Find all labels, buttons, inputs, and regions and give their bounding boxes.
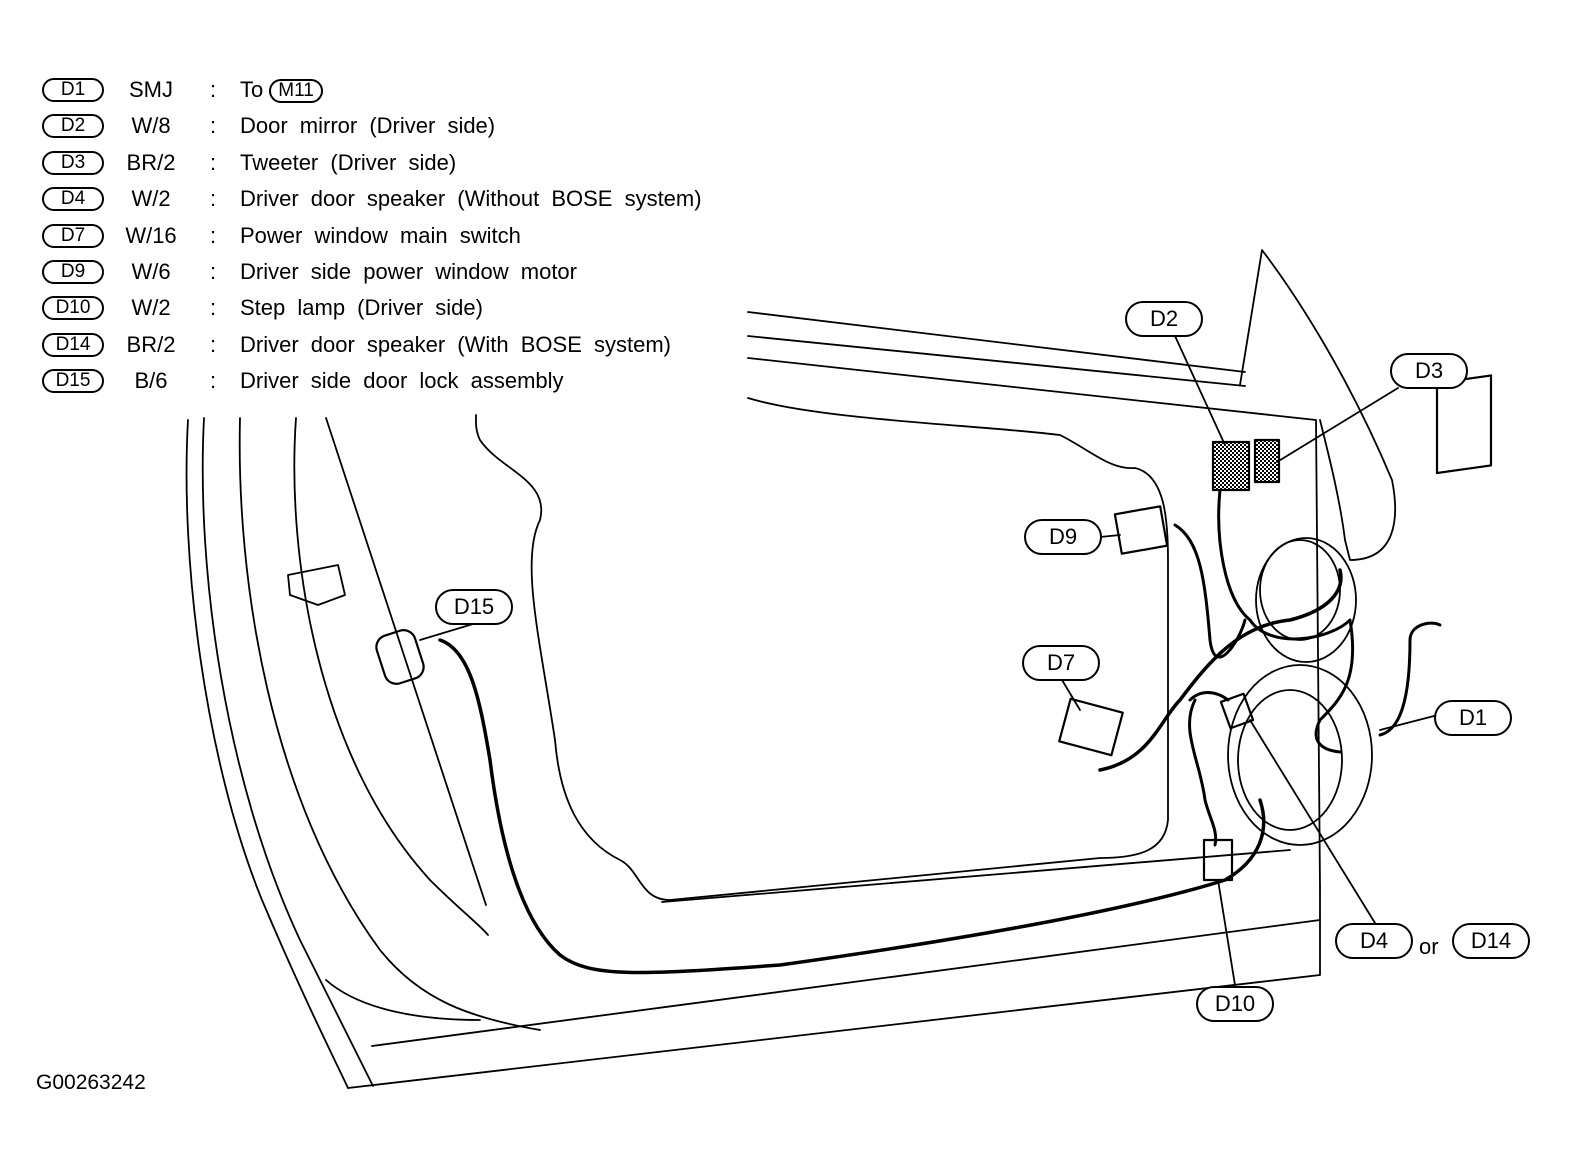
connector-color-code: B/6 — [134, 368, 168, 394]
separator: : — [210, 113, 217, 139]
connector-id-badge: D4 — [42, 187, 104, 212]
callout-or: or — [1419, 934, 1439, 959]
connector-id-badge: D7 — [42, 223, 104, 248]
inner-panel-opening — [475, 397, 1169, 901]
door-bottom-sill — [347, 887, 1321, 1089]
speaker-outline-big — [1227, 664, 1373, 846]
callout-d7: D7 — [1022, 645, 1100, 681]
connector-id-badge: D9 — [42, 259, 104, 284]
d1-connector — [1435, 374, 1493, 475]
connector-color-code: W/16 — [125, 222, 177, 248]
connector-description: Tweeter (Driver side) — [240, 149, 457, 175]
door-outer-edge — [185, 419, 349, 1089]
connector-id-badge: D1 — [42, 78, 104, 102]
leader-d7 — [1061, 679, 1081, 711]
harness-to-d1 — [1378, 621, 1442, 737]
separator: : — [210, 295, 217, 321]
connector-id-badge: D15 — [42, 369, 104, 394]
connector-id-badge: D3 — [42, 150, 104, 175]
connector-description: Driver side door lock assembly — [240, 368, 564, 394]
d2-connector — [1211, 440, 1251, 492]
belt-line-3 — [747, 357, 1321, 889]
leader-d4 — [1249, 719, 1376, 924]
door-bottom-line-3 — [325, 979, 481, 1021]
connector-description: Step lamp (Driver side) — [240, 295, 483, 321]
connector-id-badge: D14 — [42, 332, 104, 357]
d15-connector — [375, 629, 425, 685]
connector-color-code: W/6 — [131, 258, 171, 284]
harness-branch-3 — [1217, 488, 1355, 754]
d4-connector — [1219, 692, 1255, 730]
leader-d15 — [419, 623, 474, 641]
callout-d9: D9 — [1024, 519, 1102, 555]
connector-color-code: SMJ — [129, 77, 173, 102]
main-harness — [438, 638, 1266, 975]
d3-connector — [1253, 438, 1281, 484]
connector-id-badge: D10 — [42, 296, 104, 321]
harness-branch-4 — [1188, 691, 1230, 847]
door-bottom-line-2 — [371, 919, 1321, 1047]
callout-d10: D10 — [1196, 986, 1274, 1022]
d9-connector — [1113, 505, 1169, 555]
figure-id: G00263242 — [36, 1071, 146, 1094]
separator: : — [210, 368, 217, 394]
connector-color-code: BR/2 — [126, 149, 176, 175]
inner-panel-sill — [661, 849, 1291, 903]
belt-line-2 — [747, 335, 1246, 387]
callout-d4: D4 — [1335, 923, 1413, 959]
separator: : — [210, 77, 217, 102]
connector-description: Driver side power window motor — [240, 258, 577, 284]
callout-d15: D15 — [435, 589, 513, 625]
connector-ref-badge: M11 — [269, 79, 323, 103]
speaker-outline-big-2 — [1237, 689, 1343, 831]
leader-d3 — [1276, 387, 1399, 463]
connector-description: Power window main switch — [240, 222, 521, 248]
connector-color-code: BR/2 — [126, 331, 176, 357]
connector-description: Driver door speaker (Without BOSE system… — [240, 186, 702, 212]
d10-connector — [1202, 838, 1234, 882]
separator: : — [210, 331, 217, 357]
connector-description: Driver door speaker (With BOSE system) — [240, 331, 671, 357]
mirror-housing — [1239, 249, 1397, 561]
leader-d2 — [1174, 335, 1226, 446]
harness-branch-2 — [1173, 523, 1247, 659]
door-edge-3 — [238, 417, 541, 1031]
door-handle-pocket — [287, 564, 346, 606]
door-edge-2 — [201, 417, 374, 1087]
connector-description: Door mirror (Driver side) — [240, 113, 496, 139]
speaker-outline-1 — [1255, 537, 1357, 663]
callout-d3: D3 — [1390, 353, 1468, 389]
latch-rod-line — [325, 417, 487, 906]
callout-d1: D1 — [1434, 700, 1512, 736]
connector-color-code: W/2 — [131, 295, 171, 321]
belt-line-1 — [747, 311, 1246, 373]
connector-id-badge: D2 — [42, 114, 104, 139]
harness-branch-1 — [1098, 568, 1343, 772]
callout-d2: D2 — [1125, 301, 1203, 337]
separator: : — [210, 258, 217, 284]
leader-d9 — [1099, 534, 1121, 538]
separator: : — [210, 149, 217, 175]
connector-color-code: W/8 — [131, 113, 171, 139]
leader-d1 — [1379, 715, 1435, 731]
callout-d14: D14 — [1452, 923, 1530, 959]
leader-d10 — [1217, 879, 1236, 986]
d7-connector — [1058, 697, 1124, 757]
separator: : — [210, 186, 217, 212]
separator: : — [210, 222, 217, 248]
connector-color-code: W/2 — [131, 186, 171, 212]
door-edge-4 — [293, 417, 489, 936]
